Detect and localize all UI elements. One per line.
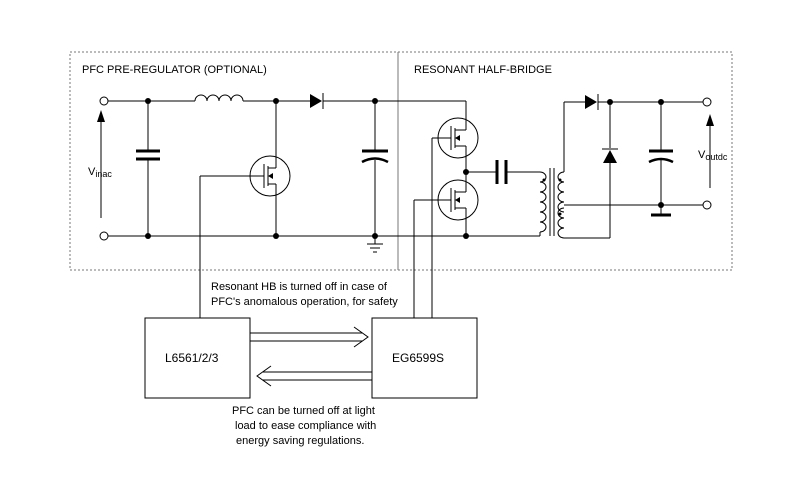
output-terminal-top (702, 97, 712, 107)
boost-diode (310, 93, 324, 109)
half-bridge-controller-block (371, 317, 478, 399)
pfc-section-border (69, 51, 399, 271)
half-bridge-section-title: RESONANT HALF-BRIDGE (414, 64, 552, 76)
half-bridge-section-border (397, 51, 733, 271)
arrow-pfc-to-hb (250, 326, 369, 348)
transformer-secondary-top (557, 171, 565, 213)
output-diode-bottom (602, 148, 618, 163)
input-terminal-bottom (99, 231, 109, 241)
input-voltage-arrow (97, 110, 105, 218)
input-voltage-label: Vinac (88, 166, 112, 179)
output-voltage-label: Voutdc (698, 149, 728, 162)
output-capacitor (648, 149, 674, 164)
hb-shutdown-note-line-2: PFC's anomalous operation, for safety (211, 296, 398, 308)
transformer-secondary-bottom (557, 207, 565, 239)
resonant-capacitor (495, 160, 508, 184)
pfc-shutdown-note-line-3: energy saving regulations. (236, 435, 364, 447)
arrow-hb-to-pfc (256, 365, 372, 387)
output-terminal-bottom (702, 200, 712, 210)
pfc-section-title: PFC PRE-REGULATOR (OPTIONAL) (82, 64, 267, 76)
output-diode-top (585, 94, 599, 110)
hb-shutdown-note-line-1: Resonant HB is turned off in case of (211, 281, 388, 293)
transformer-primary (539, 171, 547, 233)
pfc-shutdown-note-line-2: load to ease compliance with (235, 420, 376, 432)
input-terminal-top (99, 96, 109, 106)
half-bridge-controller-label: EG6599S (392, 351, 444, 365)
pfc-shutdown-note-line-1: PFC can be turned off at light (232, 405, 375, 417)
pfc-controller-block (144, 317, 251, 399)
input-capacitor (136, 149, 160, 161)
pfc-controller-label: L6561/2/3 (165, 351, 219, 365)
boost-inductor (194, 94, 244, 102)
bulk-capacitor (361, 149, 389, 164)
output-voltage-arrow (706, 114, 714, 188)
